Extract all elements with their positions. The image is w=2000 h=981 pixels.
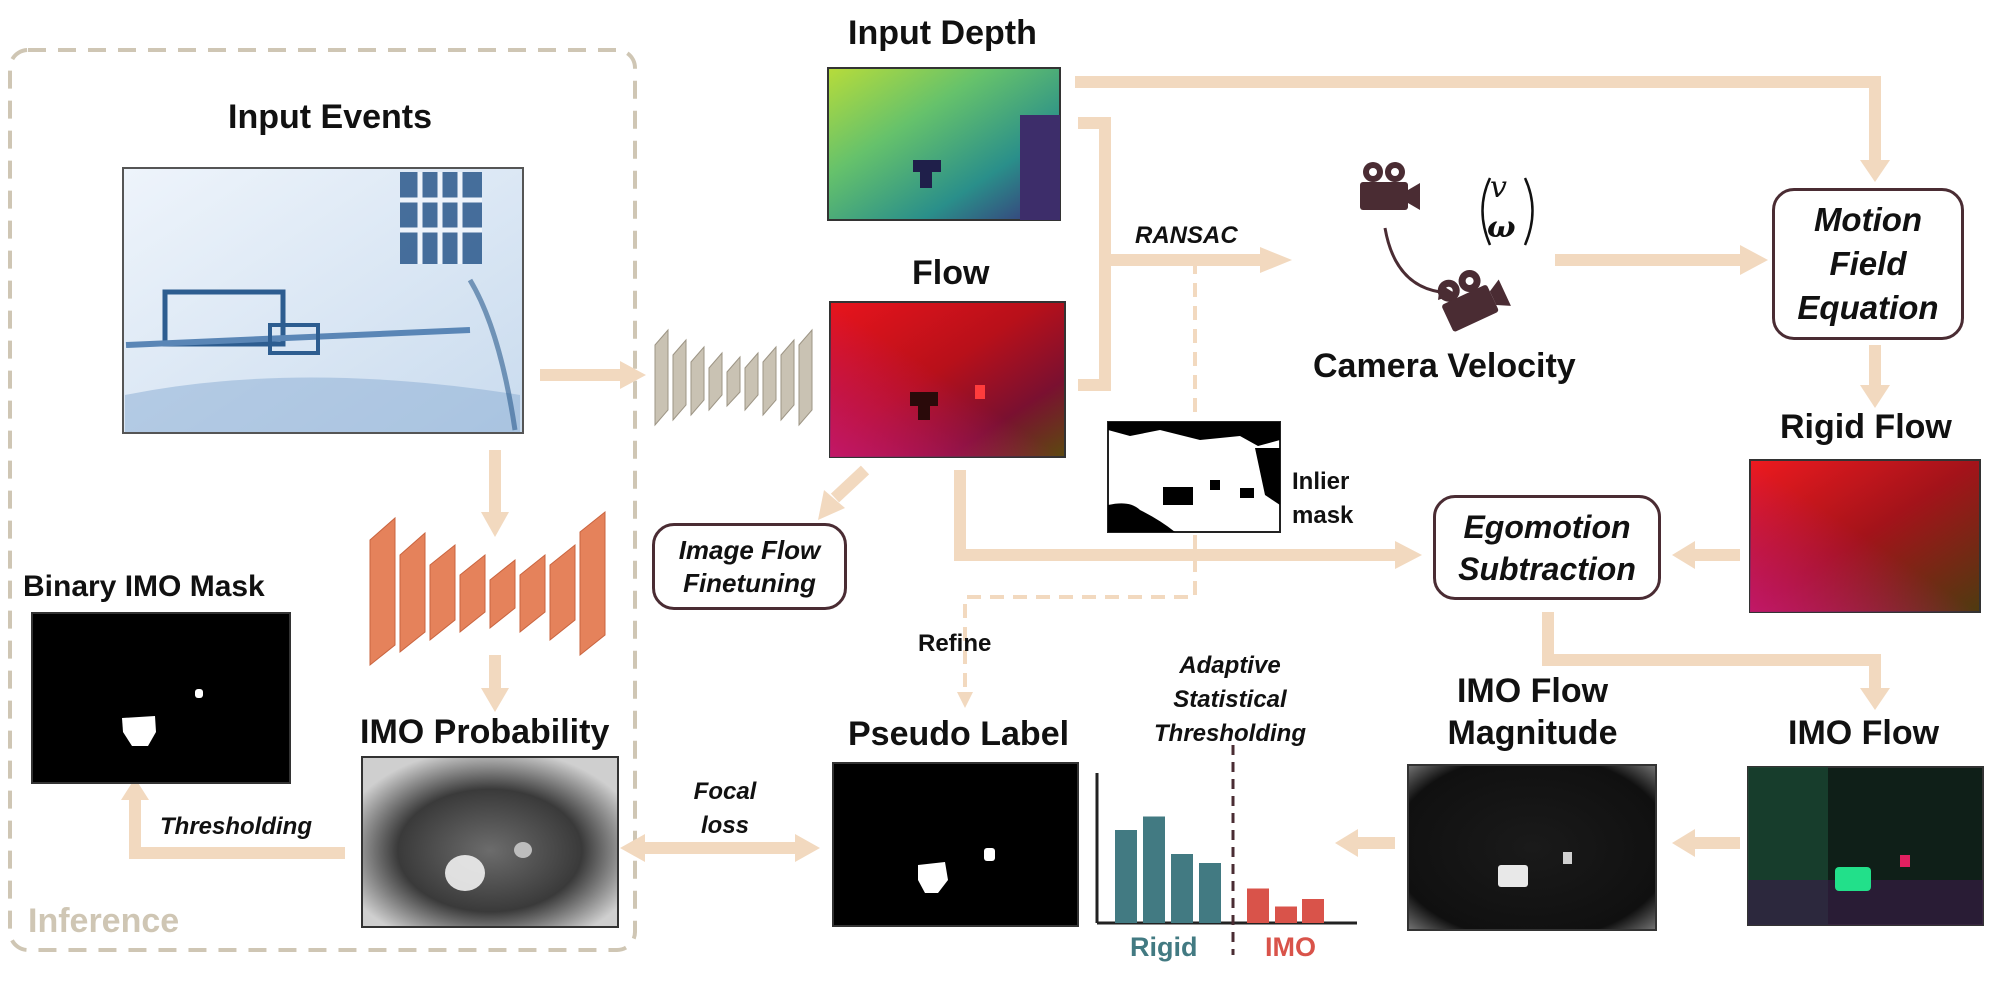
arrow-thresholding [129, 800, 345, 859]
binary-imo-mask-label: Binary IMO Mask [23, 570, 265, 603]
velocity-w-label: ω [1487, 210, 1516, 245]
pseudo-label-image [832, 762, 1079, 927]
arrow-ego-to-imoflow [1542, 612, 1881, 690]
binary-imo-mask-image [31, 612, 291, 784]
inference-region [8, 48, 637, 952]
rigid-label: Rigid [1130, 932, 1198, 962]
imo-flow-magnitude-line1: IMO Flow [1456, 672, 1609, 710]
egomotion-line2: Subtraction [1458, 550, 1636, 587]
input-depth-image [827, 67, 1061, 221]
inlier-mask-label-line1: Inlier [1292, 468, 1350, 495]
camera-velocity-label: Camera Velocity [1313, 347, 1576, 385]
flow-network [654, 328, 813, 427]
motion-field-line2: Field [1829, 245, 1907, 282]
pseudo-label-label: Pseudo Label [848, 715, 1070, 753]
imo-flow-magnitude-image [1407, 764, 1657, 931]
refine-arrowhead [957, 692, 973, 708]
arrow-depth-ransac [1078, 117, 1111, 260]
inference-label: Inference [28, 902, 180, 940]
input-events-label: Input Events [228, 98, 433, 136]
flow-label: Flow [912, 254, 990, 292]
image-flow-line1: Image Flow [678, 534, 821, 565]
rigid-flow-image [1749, 459, 1981, 613]
velocity-paren-left [1481, 177, 1492, 246]
arrow-flow-to-ego [954, 470, 1395, 561]
egomotion-subtraction-box: Egomotion Subtraction [1433, 495, 1661, 600]
rigid-bar [1115, 830, 1137, 923]
egomotion-line1: Egomotion [1463, 508, 1631, 545]
imo-label: IMO [1265, 932, 1316, 962]
velocity-paren-right [1523, 177, 1534, 246]
adaptive-line1: Adaptive [1179, 652, 1281, 679]
adaptive-line3: Thresholding [1154, 720, 1306, 747]
motion-field-equation-box: Motion Field Equation [1772, 188, 1964, 340]
imo-flow-label: IMO Flow [1788, 714, 1940, 752]
image-flow-finetuning-box: Image Flow Finetuning [652, 523, 847, 610]
rigid-flow-label: Rigid Flow [1780, 408, 1952, 446]
rigid-bar [1171, 854, 1193, 923]
imo-bar [1247, 888, 1269, 923]
refine-label: Refine [918, 630, 992, 657]
focal-loss-line1: Focal [693, 778, 757, 805]
imo-network [369, 510, 606, 667]
input-depth-label: Input Depth [848, 14, 1037, 52]
imo-bar [1275, 906, 1297, 923]
inlier-mask-image [1107, 421, 1281, 533]
arrowheads [121, 160, 1890, 862]
arrow-depth-to-motion [1075, 76, 1881, 160]
camera-motion-arrow [1383, 227, 1441, 294]
refine-dash [963, 535, 1197, 695]
arrow-flow-to-finetune [830, 465, 870, 503]
imo-bar [1302, 899, 1324, 923]
rigid-bar [1199, 863, 1221, 923]
imo-flow-image [1747, 766, 1984, 926]
focal-loss-line2: loss [700, 812, 750, 839]
motion-field-line1: Motion [1813, 201, 1923, 238]
motion-field-line3: Equation [1797, 289, 1939, 326]
inlier-mask-label-line2: mask [1292, 502, 1354, 529]
rigid-bar [1143, 816, 1165, 923]
camera-icon [1360, 162, 1420, 210]
adaptive-line2: Statistical [1173, 686, 1287, 713]
arrow-group [129, 76, 1881, 859]
arrow-flow-ransac [1078, 254, 1260, 391]
adaptive-threshold-histogram [1095, 745, 1357, 955]
thresholding-label: Thresholding [160, 813, 312, 840]
flow-image [829, 301, 1066, 458]
ransac-label: RANSAC [1135, 222, 1238, 249]
input-events-image [122, 167, 524, 434]
velocity-v-label: v [1490, 170, 1507, 205]
imo-probability-image [361, 756, 619, 928]
camera-motion-arrowhead [1438, 284, 1456, 300]
imo-probability-label: IMO Probability [360, 713, 610, 751]
image-flow-line2: Finetuning [683, 567, 816, 598]
imo-flow-magnitude-line2: Magnitude [1447, 714, 1618, 752]
